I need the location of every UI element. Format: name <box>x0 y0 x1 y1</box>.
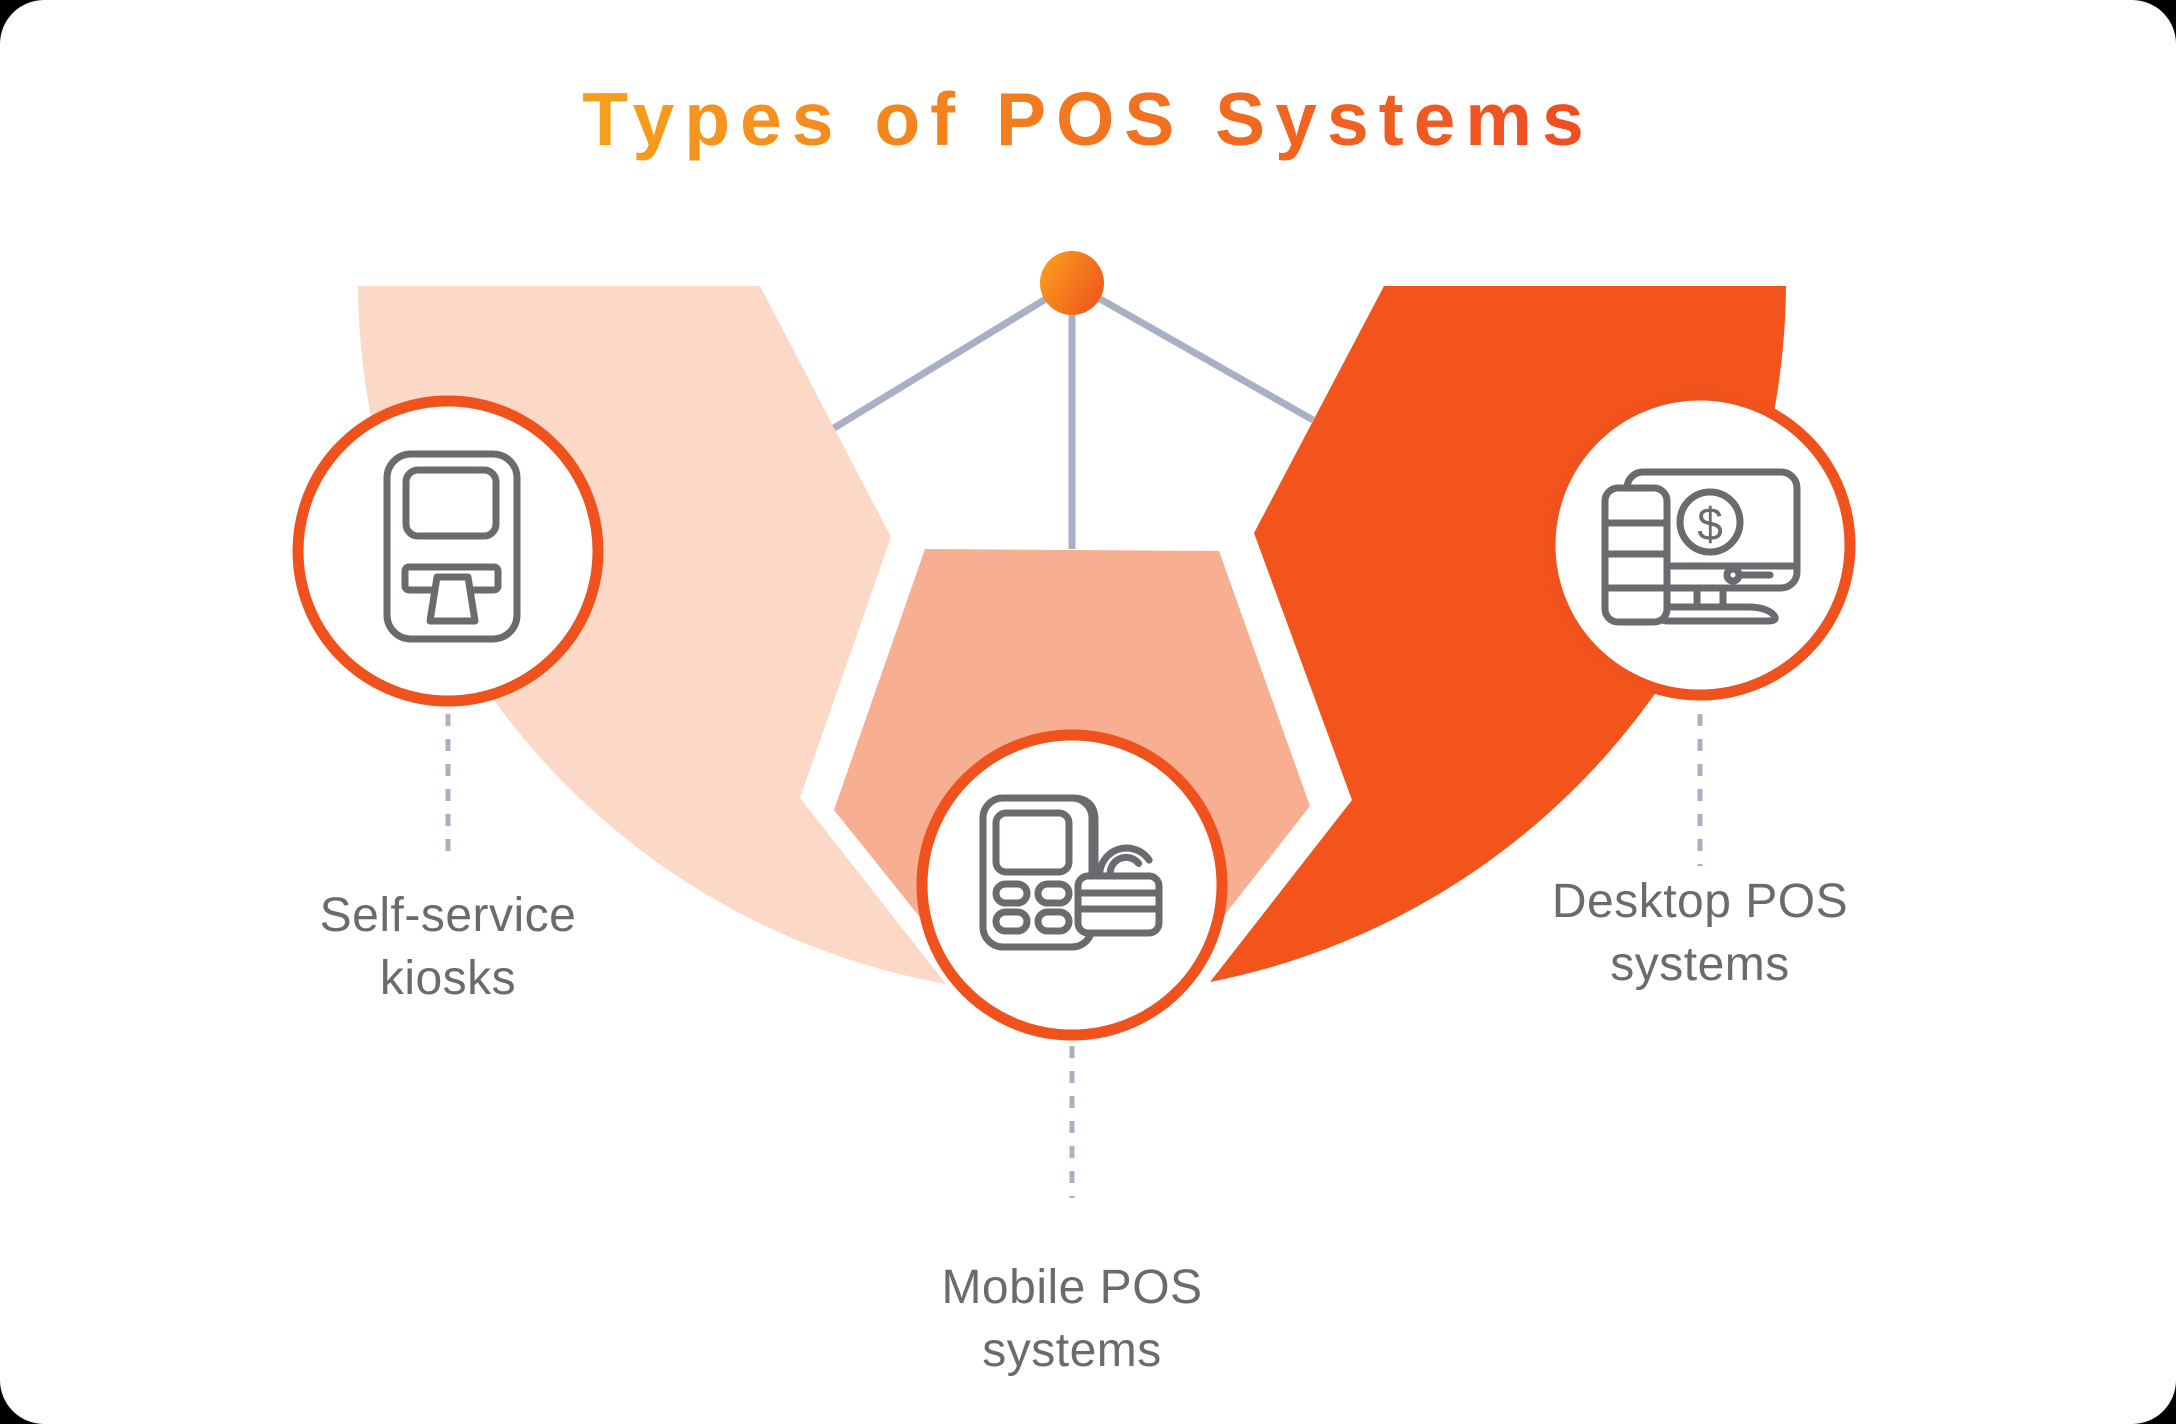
icon-circle-middle <box>916 729 1228 1041</box>
label-self-service-kiosks: Self-service kiosks <box>319 889 577 1005</box>
label-desktop-pos-systems: Desktop POS systems <box>1551 875 1849 991</box>
mobile-pos-icon <box>979 794 1163 951</box>
kiosk-icon <box>383 450 521 643</box>
hub-connector-lines <box>832 279 1315 549</box>
dollar-sign-icon: $ <box>1697 498 1723 550</box>
page-title: Types of POS Systems <box>582 77 1593 161</box>
hub-dot <box>1040 251 1104 315</box>
label-mobile-pos-systems: Mobile POS systems <box>941 1261 1203 1377</box>
dotted-connectors <box>445 714 1703 1198</box>
contactless-waves-icon <box>1096 844 1153 880</box>
connector-line-right <box>1070 279 1315 424</box>
icon-circle-left <box>292 395 604 707</box>
desktop-pos-icon: $ <box>1601 468 1801 626</box>
connector-line-left <box>832 280 1074 431</box>
